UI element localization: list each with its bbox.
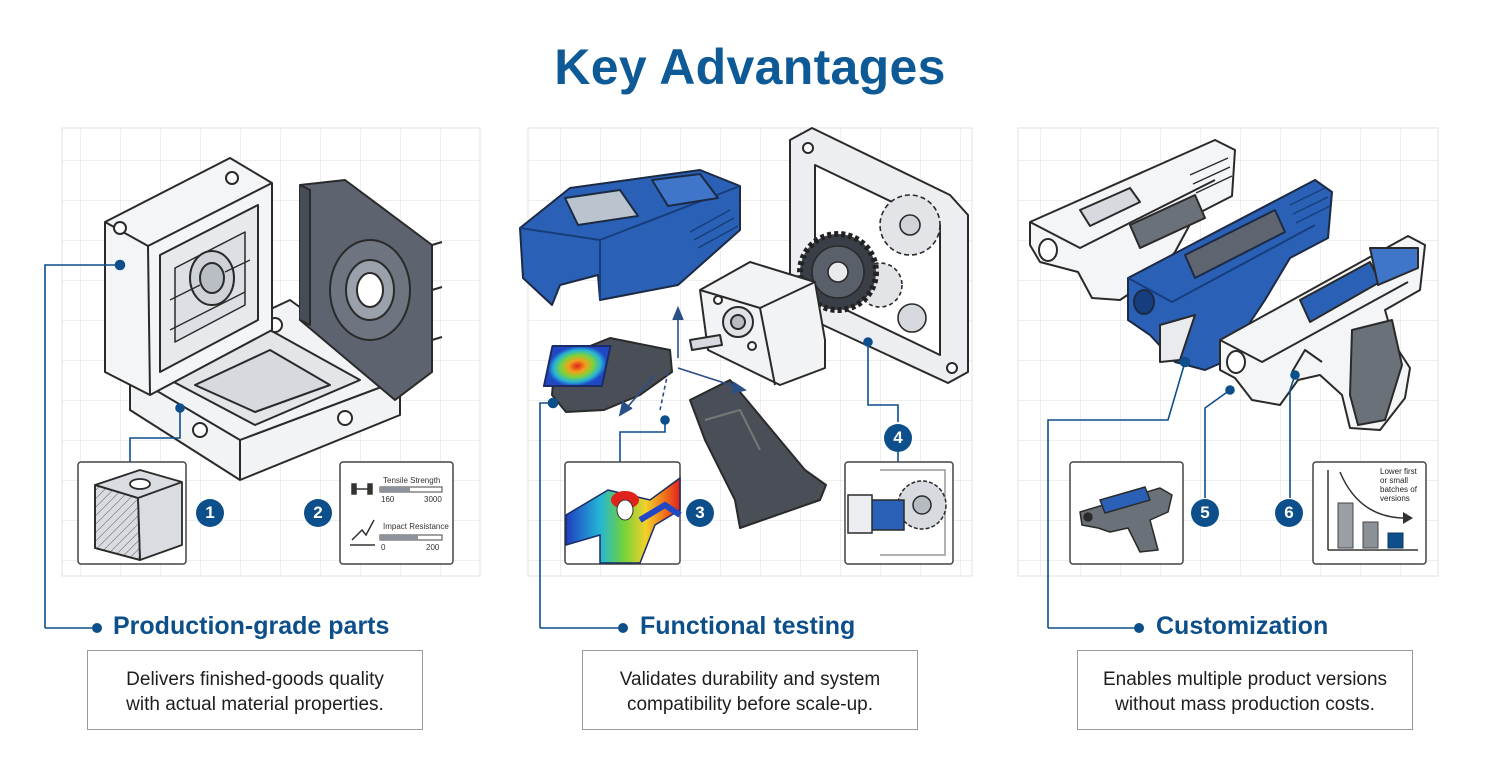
gun-variant-blue — [1127, 179, 1333, 371]
cost-note: Lower first or small batches of versions — [1380, 467, 1417, 503]
dumbbell-icon — [351, 483, 373, 495]
tensile-strength-label: Tensile Strength — [383, 476, 441, 485]
impact-min: 0 — [381, 543, 386, 552]
custom-gun-closeup — [1069, 461, 1184, 565]
badge-5: 5 — [1191, 499, 1219, 527]
motor-block — [689, 261, 826, 386]
gear-assembly — [797, 194, 941, 333]
mold-cavity-half — [104, 157, 273, 396]
description-functional-testing: Validates durability and system compatib… — [582, 650, 918, 730]
description-line: Validates durability and system — [619, 669, 881, 690]
cost-chart-icon — [1312, 461, 1427, 565]
description-production-grade: Delivers finished-goods quality with act… — [87, 650, 423, 730]
impact-resistance-label: Impact Resistance — [383, 522, 449, 531]
stress-heatmap-closeup — [564, 461, 682, 565]
force-arrows — [618, 305, 747, 417]
impact-max: 200 — [426, 543, 440, 552]
badge-4: 4 — [884, 424, 912, 452]
impact-icon — [350, 519, 375, 546]
blue-housing-part — [519, 169, 741, 306]
stress-test-part — [542, 337, 827, 529]
cost-note-line: versions — [1380, 494, 1410, 503]
cost-note-line: batches of — [1380, 485, 1417, 494]
material-cube-icon — [77, 461, 187, 565]
heading-functional-testing: Functional testing — [640, 612, 856, 640]
cost-note-line: or small — [1380, 476, 1409, 485]
description-customization: Enables multiple product versions withou… — [1077, 650, 1413, 730]
gun-variant-white-front — [1219, 235, 1426, 431]
description-line: without mass production costs. — [1115, 694, 1375, 715]
leader-lines-1 — [44, 259, 185, 628]
page-title: Key Advantages — [554, 39, 946, 95]
badge-6: 6 — [1275, 499, 1303, 527]
heading-production-grade-parts: Production-grade parts — [113, 612, 390, 640]
description-line: Delivers finished-goods quality — [126, 669, 384, 690]
leader-lines-2 — [539, 337, 899, 628]
heading-customization: Customization — [1156, 612, 1329, 640]
badge-1: 1 — [196, 499, 224, 527]
description-line: with actual material properties. — [126, 694, 384, 715]
gear-closeup — [844, 461, 954, 565]
description-line: compatibility before scale-up. — [626, 694, 874, 715]
tensile-max: 3000 — [424, 495, 442, 504]
description-line: Enables multiple product versions — [1102, 669, 1388, 690]
leader-lines-3 — [1047, 356, 1300, 628]
badge-3: 3 — [686, 499, 714, 527]
mold-plate — [299, 179, 443, 401]
badge-2: 2 — [304, 499, 332, 527]
cost-note-line: Lower first — [1380, 467, 1417, 476]
material-properties-card — [339, 461, 454, 565]
tensile-min: 160 — [381, 495, 395, 504]
